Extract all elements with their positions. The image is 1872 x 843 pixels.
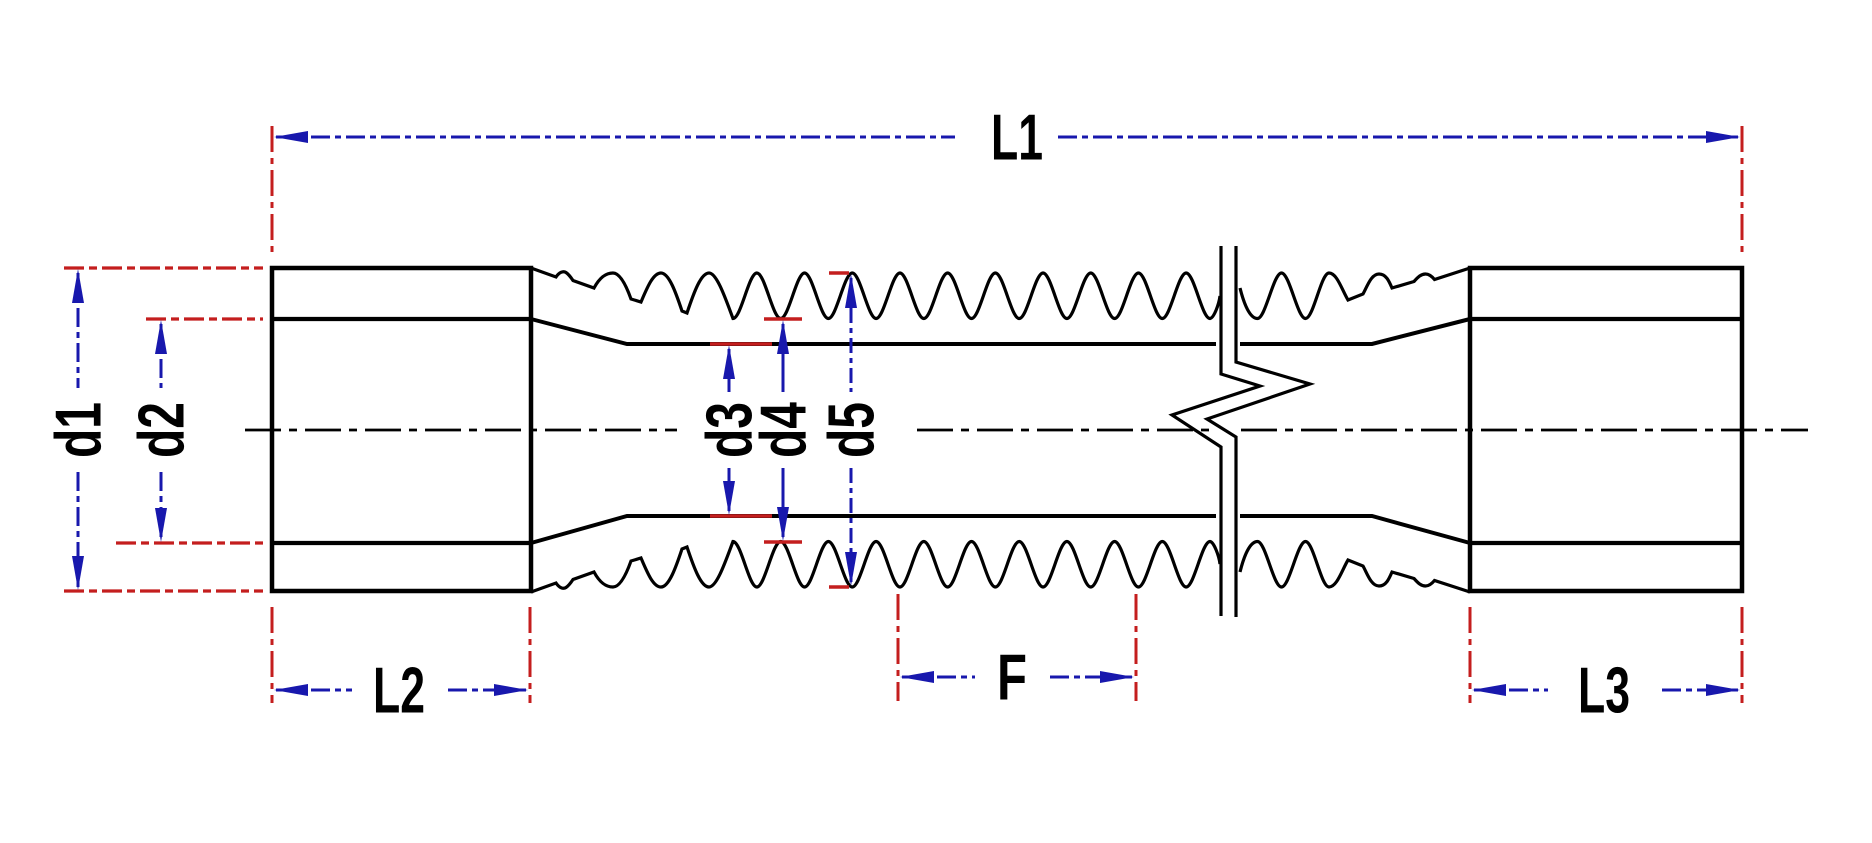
label-d3: d3 — [693, 402, 766, 458]
arrowhead — [155, 508, 167, 542]
dimension-arrowheads — [72, 131, 1740, 696]
arrowhead — [900, 671, 934, 683]
arrowhead — [723, 345, 735, 379]
label-d2: d2 — [125, 402, 198, 458]
arrowhead — [72, 556, 84, 590]
arrowhead — [274, 684, 308, 696]
arrowhead — [845, 552, 857, 586]
arrowhead — [723, 481, 735, 515]
label-d1: d1 — [42, 402, 115, 458]
dimension-lines — [76, 135, 1738, 692]
hose-outline — [269, 265, 1745, 594]
arrowhead — [777, 320, 789, 354]
arrowhead — [274, 131, 308, 143]
arrowhead — [1472, 684, 1506, 696]
label-d4: d4 — [747, 402, 820, 458]
arrowhead — [155, 320, 167, 354]
arrowhead — [845, 274, 857, 308]
label-L3: L3 — [1578, 654, 1630, 727]
label-L1: L1 — [991, 101, 1043, 174]
arrowhead — [1706, 131, 1740, 143]
break-symbol — [1168, 246, 1316, 617]
arrowhead — [72, 269, 84, 303]
label-L2: L2 — [373, 654, 425, 727]
label-d5: d5 — [815, 402, 888, 458]
arrowhead — [1100, 671, 1134, 683]
arrowhead — [494, 684, 528, 696]
arrowhead — [777, 507, 789, 541]
arrowhead — [1706, 684, 1740, 696]
extension-lines — [64, 126, 1744, 703]
label-F: F — [997, 641, 1027, 714]
